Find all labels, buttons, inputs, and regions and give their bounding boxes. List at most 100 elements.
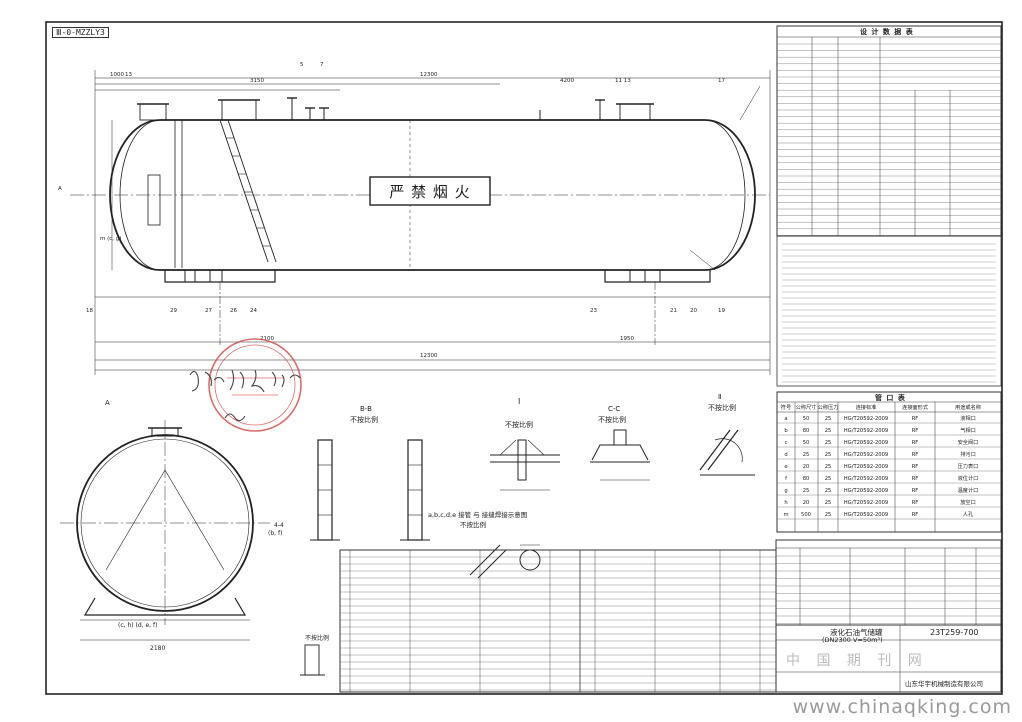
nozzle-cell: 压力表口 xyxy=(958,462,979,470)
svg-text:4200: 4200 xyxy=(560,78,574,84)
svg-text:2180: 2180 xyxy=(150,645,165,652)
nozzle-header: 符号 xyxy=(781,403,791,411)
parts-list xyxy=(339,549,777,693)
nozzle-cell: RF xyxy=(912,452,919,458)
nozzle-cell: 50 xyxy=(803,416,810,422)
nozzle-cell: 50 xyxy=(803,440,810,446)
nozzle-header: 连接标准 xyxy=(856,403,877,411)
design-data-table xyxy=(776,25,1002,237)
nozzle-cell: 25 xyxy=(825,440,832,446)
nozzle-cell: 25 xyxy=(803,452,810,458)
nozzle-cell: RF xyxy=(912,488,919,494)
nozzle-table-title: 管 口 表 xyxy=(875,394,906,402)
svg-text:19: 19 xyxy=(718,308,725,314)
nozzle-header: 公称尺寸 xyxy=(796,403,817,411)
nozzle-cell: d xyxy=(784,452,787,458)
nozzle-cell: HG/T20592-2009 xyxy=(844,428,888,434)
supports-title: a,b,c,d,e 接管 与 接缝焊接示意图 xyxy=(428,511,528,519)
nozzle-cell: HG/T20592-2009 xyxy=(844,500,888,506)
title-block-company: 山东华宇机械制造有限公司 xyxy=(905,680,983,688)
nozzle-cell: RF xyxy=(912,476,919,482)
nozzle-cell: g xyxy=(784,488,787,494)
nozzle-cell: 25 xyxy=(825,428,832,434)
svg-text:A: A xyxy=(105,399,110,407)
nozzle-cell: RF xyxy=(912,464,919,470)
svg-text:21: 21 xyxy=(670,308,677,314)
design-table-title: 设 计 数 据 表 xyxy=(860,28,914,36)
detail-2-title: Ⅱ xyxy=(718,393,722,401)
nozzle-cell: 人孔 xyxy=(963,510,974,518)
nozzle-cell: HG/T20592-2009 xyxy=(844,464,888,470)
svg-text:2100: 2100 xyxy=(260,336,274,342)
svg-text:4-4: 4-4 xyxy=(274,522,284,529)
nozzle-cell: HG/T20592-2009 xyxy=(844,512,888,518)
nozzle-cell: 安全阀口 xyxy=(958,438,979,446)
svg-text:26: 26 xyxy=(230,308,237,314)
end-view-labels: A (c, h) (d, e, f) 2180 4-4 (b, f) 不按比例 xyxy=(105,399,329,652)
nozzle-cell: a xyxy=(784,416,787,422)
nozzle-cell: HG/T20592-2009 xyxy=(844,476,888,482)
nozzle-cell: 排污口 xyxy=(960,450,976,458)
title-block-name: 液化石油气储罐 xyxy=(830,628,883,637)
nozzle-cell: HG/T20592-2009 xyxy=(844,488,888,494)
svg-text:23: 23 xyxy=(590,308,597,314)
technical-notes xyxy=(782,243,996,383)
design-table-rows xyxy=(777,43,1001,236)
svg-text:(b, f): (b, f) xyxy=(268,530,282,537)
nozzle-table xyxy=(776,391,1002,533)
nozzle-cell: h xyxy=(784,500,787,506)
svg-text:3150: 3150 xyxy=(250,78,264,84)
svg-text:20: 20 xyxy=(690,308,697,314)
notes-frame xyxy=(776,235,1002,387)
nozzle-cell: HG/T20592-2009 xyxy=(844,440,888,446)
detail-2 xyxy=(699,429,755,476)
nozzle-cell: HG/T20592-2009 xyxy=(844,416,888,422)
section-c xyxy=(590,429,650,481)
detail-1-note: 不按比例 xyxy=(505,421,533,429)
nozzle-cell: RF xyxy=(912,500,919,506)
svg-text:A: A xyxy=(58,186,62,192)
nozzle-cell: 500 xyxy=(801,512,811,518)
nozzle-cell: 液相口 xyxy=(960,414,976,422)
svg-text:12300: 12300 xyxy=(420,72,438,78)
detail-1 xyxy=(490,439,560,491)
nozzle-cell: 25 xyxy=(803,488,810,494)
title-block-spec: (DN2300 V=50m³) xyxy=(822,636,883,644)
nozzle-cell: 25 xyxy=(825,488,832,494)
svg-text:(c, h) (d, e, f): (c, h) (d, e, f) xyxy=(118,622,157,629)
detail-1-title: Ⅰ xyxy=(518,397,521,406)
section-b-title: B-B xyxy=(360,405,372,413)
nozzle-header: 公称压力 xyxy=(818,403,839,411)
nozzle-cell: 80 xyxy=(803,428,810,434)
dimension-labels: 1000 3150 12300 4200 2100 12300 1950 A m… xyxy=(58,62,725,359)
nozzle-cell: RF xyxy=(912,512,919,518)
nozzle-cell: c xyxy=(785,440,788,446)
section-b-note: 不按比例 xyxy=(350,416,378,424)
no-fire-banner-text: 严 禁 烟 火 xyxy=(389,183,471,201)
section-c-title: C-C xyxy=(608,405,621,413)
svg-text:24: 24 xyxy=(250,308,257,314)
svg-text:1000: 1000 xyxy=(110,72,124,78)
svg-text:12300: 12300 xyxy=(420,353,438,359)
svg-text:27: 27 xyxy=(205,308,212,314)
nozzle-cell: HG/T20592-2009 xyxy=(844,452,888,458)
nozzle-cell: 20 xyxy=(803,464,810,470)
section-c-note: 不按比例 xyxy=(598,416,626,424)
svg-text:1950: 1950 xyxy=(620,336,634,342)
nozzle-cell: 25 xyxy=(825,512,832,518)
nozzle-cell: 25 xyxy=(825,476,832,482)
nozzle-cell: 25 xyxy=(825,464,832,470)
parts-rows xyxy=(340,556,776,691)
nozzle-cell: 25 xyxy=(825,500,832,506)
nozzle-cell: RF xyxy=(912,428,919,434)
nozzle-cell: RF xyxy=(912,440,919,446)
svg-text:13: 13 xyxy=(125,72,132,78)
nozzle-cell: RF xyxy=(912,416,919,422)
drawing-border xyxy=(45,21,1003,695)
title-block-rows xyxy=(776,555,1001,624)
svg-text:17: 17 xyxy=(718,78,725,84)
site-watermark: www.chinaqking.com xyxy=(792,696,1012,718)
handwritten-signature xyxy=(189,369,301,422)
